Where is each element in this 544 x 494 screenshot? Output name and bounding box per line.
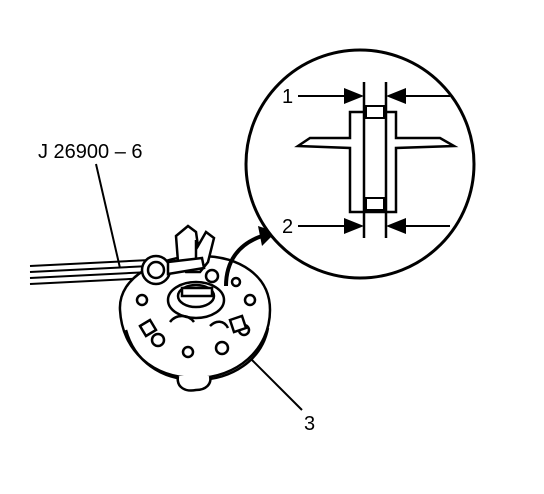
- caliper-tool: [140, 224, 220, 298]
- tool-leader-line: [95, 163, 121, 269]
- arrow-1-right-head: [386, 88, 406, 104]
- tool-label: J 26900 – 6: [38, 141, 143, 163]
- detail-inset: 1 2: [244, 48, 476, 280]
- callout-2-label: 2: [282, 216, 293, 238]
- gear-flange: [294, 110, 459, 214]
- arrow-2-left-head: [344, 218, 364, 234]
- arrow-2-right-head: [386, 218, 406, 234]
- callout-3-label: 3: [304, 413, 315, 435]
- bushing-top: [365, 105, 385, 119]
- arrow-1-left-head: [344, 88, 364, 104]
- bushing-bottom: [365, 197, 385, 211]
- callout-1-label: 1: [282, 86, 293, 108]
- callout-3-leader: [251, 359, 303, 411]
- indicator-arm: [29, 259, 151, 285]
